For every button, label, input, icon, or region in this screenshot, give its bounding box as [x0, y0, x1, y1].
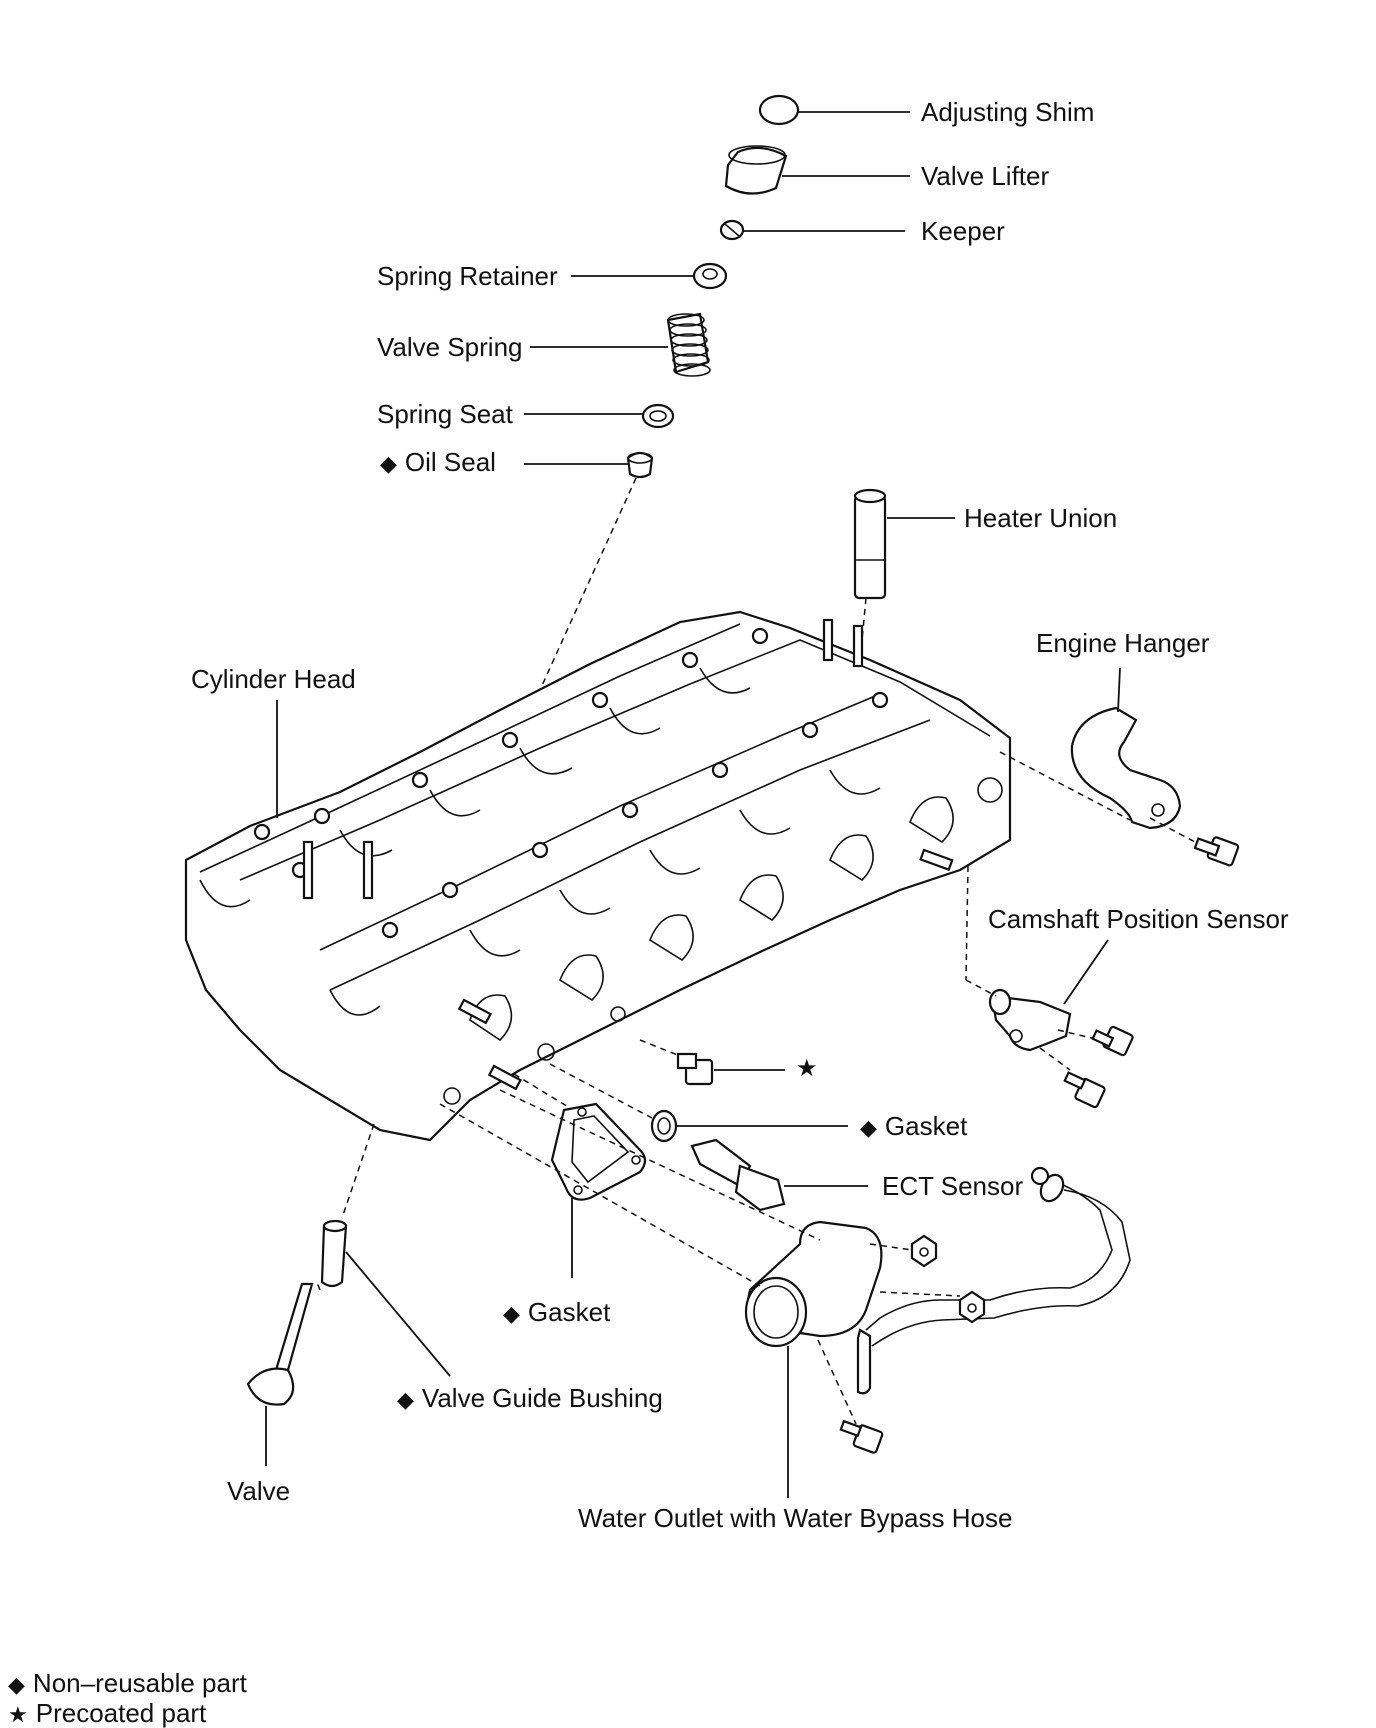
legend-non-reusable: ◆ Non–reusable part: [8, 1668, 247, 1699]
ect-sensor-label: ECT Sensor: [882, 1171, 1024, 1201]
valve-guide-bushing-text: Valve Guide Bushing: [421, 1383, 663, 1413]
cylinder-head-part: [184, 610, 1012, 1142]
oil-seal-text: Oil Seal: [404, 447, 496, 477]
camshaft-sensor-bolt-2: [1063, 1071, 1106, 1109]
legend-precoated: ★ Precoated part: [8, 1700, 206, 1727]
spring-retainer-label: Spring Retainer: [377, 261, 558, 291]
non-reusable-symbol: ◆: [8, 1672, 25, 1697]
non-reusable-symbol: ◆: [380, 451, 397, 476]
ect-sensor-part: [690, 1138, 868, 1212]
camshaft-position-sensor-label: Camshaft Position Sensor: [988, 904, 1289, 934]
adjusting-shim-part: [758, 94, 910, 126]
water-outlet-bolt: [839, 1419, 884, 1454]
valve-part: [246, 1279, 321, 1466]
keeper-label: Keeper: [921, 216, 1005, 246]
legend-precoated-text: Precoated part: [35, 1698, 207, 1728]
oil-seal-label: ◆ Oil Seal: [380, 447, 496, 479]
spring-retainer-part: [571, 262, 728, 290]
water-outlet-nut-2: [958, 1290, 986, 1324]
keeper-part: [719, 219, 905, 241]
engine-hanger-label: Engine Hanger: [1036, 628, 1210, 658]
sensor-gasket-label: ◆ Gasket: [860, 1111, 967, 1143]
engine-hanger-bolt: [1193, 836, 1240, 867]
outlet-gasket-label: ◆ Gasket: [503, 1297, 610, 1329]
heater-union-part: [853, 488, 955, 641]
non-reusable-symbol: ◆: [503, 1301, 520, 1326]
sensor-gasket-part: [549, 1063, 848, 1143]
water-outlet-nut-1: [910, 1234, 938, 1268]
non-reusable-symbol: ◆: [860, 1115, 877, 1140]
valve-spring-part: [530, 312, 711, 377]
spring-seat-part: [524, 403, 675, 429]
cylinder-head-label: Cylinder Head: [191, 664, 356, 694]
camshaft-position-sensor-part: [965, 865, 1109, 1071]
spring-seat-label: Spring Seat: [377, 399, 513, 429]
oil-seal-part: [524, 451, 654, 691]
valve-lifter-label: Valve Lifter: [921, 161, 1050, 191]
precoated-plug-symbol: ★: [796, 1055, 818, 1082]
water-outlet-part: [439, 1089, 1131, 1498]
sensor-gasket-text: Gasket: [884, 1111, 968, 1141]
heater-union-label: Heater Union: [964, 503, 1118, 533]
outlet-gasket-text: Gasket: [527, 1297, 611, 1327]
camshaft-sensor-bolt-1: [1091, 1025, 1134, 1057]
precoated-plug-part: [639, 1039, 785, 1086]
engine-hanger-part: [999, 667, 1211, 851]
water-outlet-label: Water Outlet with Water Bypass Hose: [578, 1503, 1013, 1533]
valve-guide-bushing-label: ◆ Valve Guide Bushing: [397, 1383, 663, 1415]
valve-guide-bushing-part: [320, 1123, 451, 1377]
valve-lifter-part: [724, 145, 910, 195]
outlet-gasket-part: [513, 1073, 647, 1278]
valve-label: Valve: [227, 1476, 291, 1506]
adjusting-shim-label: Adjusting Shim: [921, 97, 1095, 127]
valve-spring-label: Valve Spring: [377, 332, 523, 362]
precoated-symbol: ★: [8, 1702, 28, 1727]
legend-non-reusable-text: Non–reusable part: [32, 1668, 247, 1698]
non-reusable-symbol: ◆: [397, 1387, 414, 1412]
